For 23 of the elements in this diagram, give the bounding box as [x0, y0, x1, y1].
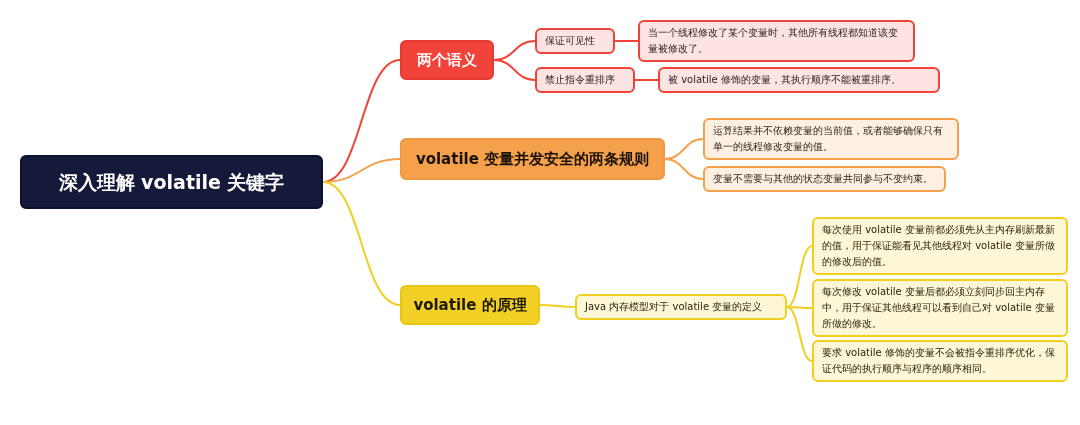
branch-line [322, 181, 401, 306]
branch-line [634, 79, 659, 81]
central-topic: 深入理解 volatile 关键字 [20, 155, 323, 209]
subtopic: 每次修改 volatile 变量后都必须立刻同步回主内存中，用于保证其他线程可以看到自己对 volatile 变量所做的修改。 [812, 279, 1068, 337]
branch-line [786, 245, 813, 308]
subtopic: 要求 volatile 修饰的变量不会被指令重排序优化，保证代码的执行顺序与程序的顺序相同。 [812, 340, 1068, 382]
main-topic: volatile 的原理 [400, 285, 540, 325]
branch-line [664, 158, 704, 180]
branch-line [493, 59, 536, 81]
subtopic: 当一个线程修改了某个变量时，其他所有线程都知道该变量被修改了。 [638, 20, 915, 62]
subtopic: 保证可见性 [535, 28, 615, 54]
branch-line [614, 40, 639, 42]
subtopic: 被 volatile 修饰的变量，其执行顺序不能被重排序。 [658, 67, 940, 93]
branch-line [786, 306, 813, 362]
subtopic: 禁止指令重排序 [535, 67, 635, 93]
subtopic: 运算结果并不依赖变量的当前值，或者能够确保只有单一的线程修改变量的值。 [703, 118, 959, 160]
subtopic: 每次使用 volatile 变量前都必须先从主内存刷新最新的值，用于保证能看见其他线程对 volatile 变量所做的修改后的值。 [812, 217, 1068, 275]
main-topic: 两个语义 [400, 40, 494, 80]
branch-line [786, 306, 813, 309]
subtopic: 变量不需要与其他的状态变量共同参与不变约束。 [703, 166, 946, 192]
subtopic: Java 内存模型对于 volatile 变量的定义 [575, 294, 787, 320]
main-topic: volatile 变量并发安全的两条规则 [400, 138, 665, 180]
branch-line [539, 304, 576, 308]
